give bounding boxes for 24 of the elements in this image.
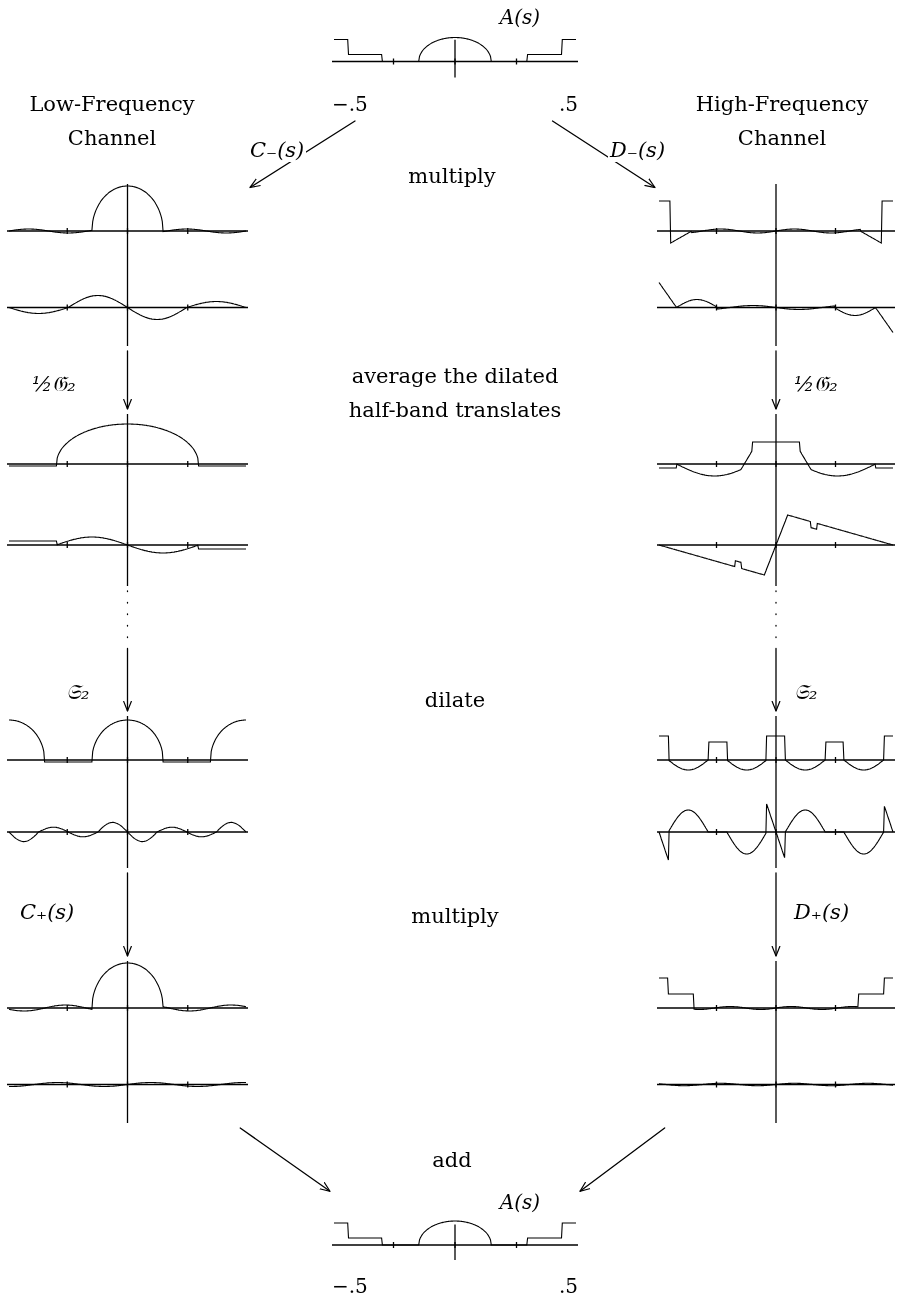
- arrow: [122, 590, 133, 712]
- arrow: [579, 1127, 666, 1192]
- arrow: [551, 120, 656, 189]
- plot-title: A(s): [499, 5, 540, 29]
- step-label: multiply: [411, 903, 499, 930]
- arrow: [122, 350, 133, 410]
- axis-tick-label: −.5: [332, 1274, 368, 1298]
- arrow: [122, 872, 133, 957]
- column-heading: Low-Frequency Channel: [28, 91, 196, 152]
- arrow: [771, 350, 781, 410]
- step-label: multiply: [408, 163, 496, 190]
- axis-tick-label: −.5: [332, 92, 368, 116]
- step-label: average the dilated half-band translates: [347, 363, 563, 424]
- arrow: [771, 590, 781, 712]
- arrow: [239, 1127, 331, 1192]
- plot-title: A(s): [499, 1190, 540, 1214]
- axis-tick-label: .5: [558, 92, 578, 116]
- axis-tick-label: .5: [558, 1274, 578, 1298]
- arrow: [771, 872, 781, 957]
- step-label: add: [432, 1147, 472, 1174]
- edge-label: C₋(s): [248, 138, 307, 162]
- column-heading: High-Frequency Channel: [694, 91, 870, 152]
- step-label: dilate: [424, 687, 486, 714]
- arrow: [249, 120, 356, 189]
